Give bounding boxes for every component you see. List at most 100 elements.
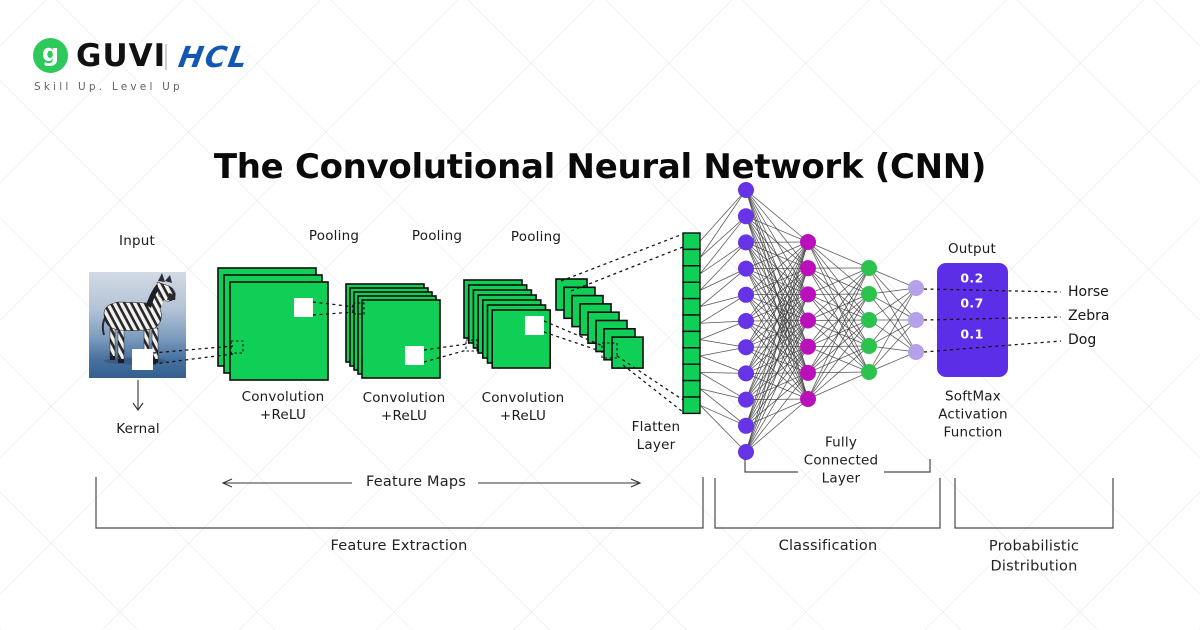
- guvi-logo-glyph: g: [41, 38, 60, 67]
- edge: [745, 294, 809, 453]
- neuron-layer-1: [738, 365, 754, 382]
- flatten-cell: [682, 281, 701, 300]
- dashed-connector: [312, 311, 356, 316]
- neuron-layer-2: [800, 260, 816, 277]
- edge: [699, 404, 747, 453]
- edge: [868, 287, 917, 347]
- feature-map-square: [611, 336, 644, 369]
- edge: [745, 346, 809, 453]
- edge: [868, 287, 917, 373]
- edge: [699, 294, 747, 324]
- edge: [745, 241, 809, 348]
- dashed-marker: [465, 339, 478, 352]
- edge: [807, 267, 870, 347]
- neuron-layer-1: [738, 339, 754, 356]
- edge: [745, 320, 809, 453]
- dashed-connector: [923, 288, 1062, 293]
- edge: [745, 241, 809, 322]
- edge: [807, 345, 870, 400]
- softmax-output-box: [937, 263, 1008, 377]
- neuron-layer-2: [800, 312, 816, 329]
- flatten-cell: [682, 379, 701, 398]
- edge: [807, 267, 870, 374]
- class-label-zebra: Zebra: [1068, 308, 1110, 324]
- edge: [745, 189, 809, 243]
- dashed-marker: [352, 302, 365, 315]
- edge: [699, 242, 747, 291]
- edge: [699, 388, 747, 427]
- feature-map-square: [229, 281, 329, 381]
- edge: [807, 293, 870, 400]
- neuron-layer-3: [861, 338, 877, 354]
- edge: [807, 267, 870, 295]
- neuron-layer-4: [908, 312, 924, 328]
- feature-map-kernel: [525, 316, 544, 335]
- dashed-connector: [543, 320, 604, 347]
- flatten-cell: [682, 396, 701, 415]
- edge: [699, 372, 747, 400]
- dashed-connector: [616, 355, 684, 401]
- edge: [699, 355, 747, 374]
- edge: [868, 351, 917, 373]
- edge: [745, 241, 809, 374]
- flatten-cell: [682, 248, 701, 267]
- edge: [807, 241, 870, 269]
- edge: [699, 189, 747, 258]
- pooling-label-3: Pooling: [510, 228, 562, 245]
- flatten-cell: [682, 265, 701, 283]
- neuron-layer-2: [800, 234, 816, 250]
- feature-extraction-label: Feature Extraction: [330, 538, 468, 555]
- neuron-layer-2: [800, 364, 816, 381]
- dashed-connector: [622, 364, 684, 413]
- edge: [745, 268, 809, 453]
- neuron-layer-1: [738, 286, 754, 303]
- edge: [699, 242, 747, 275]
- page-title: The Convolutional Neural Network (CNN): [213, 146, 987, 187]
- edge: [868, 293, 917, 353]
- edge: [868, 287, 917, 321]
- edge: [745, 241, 809, 426]
- neuron-layer-2: [800, 391, 816, 407]
- section-bracket: [95, 477, 704, 529]
- dashed-marker: [230, 340, 244, 354]
- edge: [745, 215, 809, 243]
- feature-maps-arrow: [478, 478, 642, 488]
- dashed-connector: [570, 246, 684, 292]
- neuron-layer-1: [738, 182, 754, 198]
- neuron-layer-3: [861, 364, 877, 380]
- probabilistic-distribution-label: Probabilistic Distribution: [988, 538, 1080, 574]
- conv-relu-label-1: Convolution +ReLU: [241, 388, 325, 423]
- neuron-layer-3: [861, 312, 877, 328]
- class-label-dog: Dog: [1068, 332, 1097, 348]
- dashed-connector: [423, 349, 468, 363]
- edge: [868, 267, 917, 321]
- feature-maps-arrow: [221, 478, 352, 488]
- feature-map-kernel: [294, 298, 313, 317]
- pooling-label-1: Pooling: [308, 227, 360, 244]
- edge: [699, 268, 747, 291]
- softmax-label: SoftMax Activation Function: [938, 388, 1008, 442]
- edge: [745, 241, 809, 296]
- section-bracket: [714, 478, 941, 529]
- edge: [868, 267, 917, 353]
- neuron-layer-1: [738, 444, 754, 460]
- edge: [745, 241, 809, 269]
- output-label: Output: [947, 240, 997, 257]
- edge: [868, 319, 917, 347]
- flatten-cell: [682, 330, 701, 349]
- edge: [699, 189, 747, 242]
- guvi-wordmark: GUVI: [76, 38, 167, 74]
- dashed-connector: [560, 233, 684, 282]
- feature-maps-label: Feature Maps: [366, 474, 466, 491]
- dashed-connector: [923, 340, 1062, 353]
- brand-tagline: Skill Up. Level Up: [34, 81, 183, 93]
- neuron-layer-2: [800, 286, 816, 303]
- classification-label: Classification: [778, 538, 878, 555]
- output-value-dog: 0.1: [960, 326, 984, 342]
- class-label-horse: Horse: [1068, 284, 1109, 300]
- edge: [868, 319, 917, 353]
- input-label: Input: [119, 232, 155, 249]
- dashed-connector: [152, 345, 234, 354]
